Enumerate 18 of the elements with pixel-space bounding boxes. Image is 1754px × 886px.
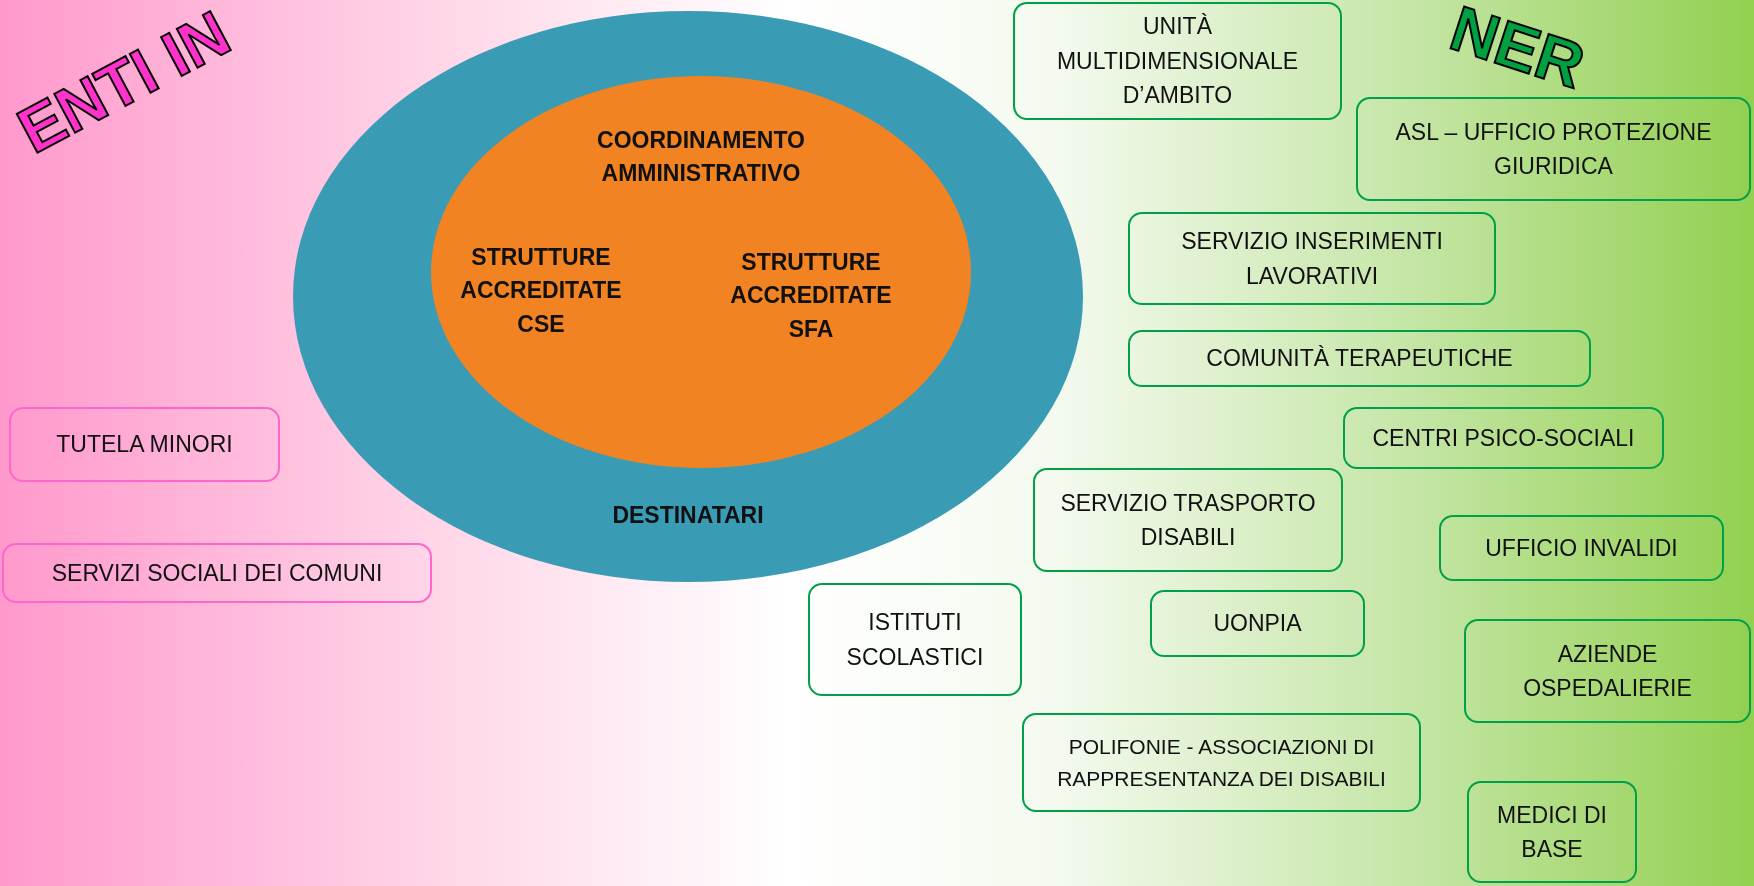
- partner-box: AZIENDE OSPEDALIERIE: [1464, 619, 1751, 723]
- ellipse-label: STRUTTURE ACCREDITATE CSE: [459, 243, 623, 339]
- referring-body-box: SERVIZI SOCIALI DEI COMUNI: [2, 543, 432, 603]
- partner-box: UNITÀ MULTIDIMENSIONALE D’AMBITO: [1013, 2, 1342, 120]
- partner-box: COMUNITÀ TERAPEUTICHE: [1128, 330, 1591, 387]
- partner-box: POLIFONIE - ASSOCIAZIONI DI RAPPRESENTANZA DEI DISABILI: [1022, 713, 1421, 812]
- referring-body-box: TUTELA MINORI: [9, 407, 280, 482]
- partner-box: SERVIZIO INSERIMENTI LAVORATIVI: [1128, 212, 1496, 305]
- partner-box: SERVIZIO TRASPORTO DISABILI: [1033, 468, 1343, 572]
- title-wordart: ENTI IN: [5, 0, 242, 169]
- partner-box: MEDICI DI BASE: [1467, 781, 1637, 883]
- partner-box: ISTITUTI SCOLASTICI: [808, 583, 1022, 696]
- partner-box: UONPIA: [1150, 590, 1365, 657]
- ellipse-label: COORDINAMENTO AMMINISTRATIVO: [596, 126, 806, 189]
- ellipse-label: STRUTTURE ACCREDITATE SFA: [729, 248, 893, 344]
- partner-box: UFFICIO INVALIDI: [1439, 515, 1724, 581]
- partner-box: CENTRI PSICO-SOCIALI: [1343, 407, 1664, 469]
- partner-box: ASL – UFFICIO PROTEZIONE GIURIDICA: [1356, 97, 1751, 201]
